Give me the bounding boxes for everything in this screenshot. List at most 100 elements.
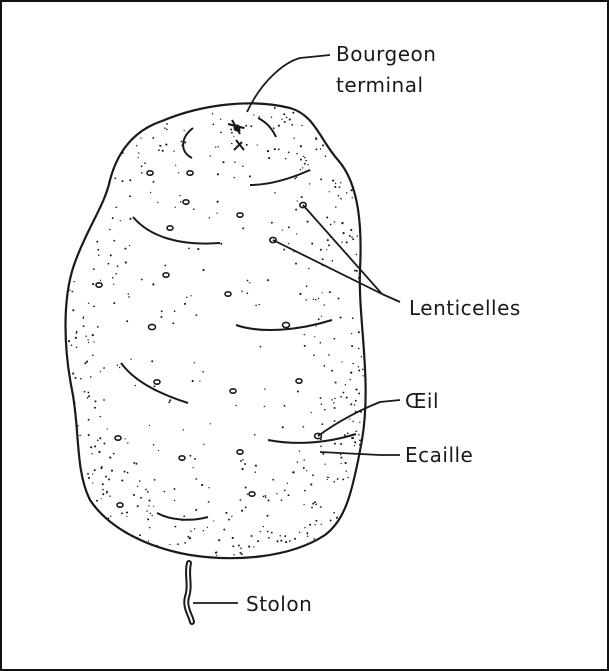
stipple-dot <box>133 494 135 496</box>
stipple-dot <box>334 398 335 399</box>
stipple-dot <box>149 527 150 528</box>
stipple-dot <box>282 560 284 562</box>
stipple-dot <box>216 555 217 556</box>
stipple-dot <box>113 302 115 304</box>
stipple-dot <box>114 135 116 137</box>
stipple-dot <box>75 121 77 123</box>
stipple-dot <box>334 420 336 422</box>
stipple-dot <box>346 241 348 243</box>
stipple-dot <box>73 103 74 104</box>
stipple-dot <box>119 367 120 368</box>
stipple-dot <box>328 354 330 356</box>
stipple-dot <box>91 200 93 202</box>
stipple-dot <box>320 506 322 508</box>
stipple-dot <box>203 269 205 271</box>
stipple-dot <box>207 527 208 528</box>
stipple-dot <box>135 463 137 465</box>
stipple-dot <box>68 272 70 274</box>
leader-lenticelles-3 <box>382 294 400 302</box>
stipple-dot <box>124 471 126 473</box>
stipple-dot <box>60 339 62 341</box>
stipple-dot <box>112 217 114 219</box>
stipple-dot <box>64 221 66 223</box>
stipple-dot <box>222 161 224 163</box>
stipple-dot <box>159 551 160 552</box>
stipple-dot <box>103 367 105 369</box>
stipple-dot <box>338 195 340 197</box>
stipple-dot <box>203 444 204 445</box>
stipple-dot <box>101 498 102 499</box>
stipple-dot <box>86 522 87 523</box>
stipple-dot <box>87 397 89 399</box>
stipple-dot <box>248 546 250 548</box>
stipple-dot <box>74 251 76 253</box>
stipple-dot <box>281 499 283 501</box>
stipple-dot <box>174 488 176 490</box>
stipple-dot <box>271 222 273 224</box>
stipple-dot <box>88 303 89 304</box>
stipple-dot <box>335 183 336 184</box>
stipple-dot <box>352 363 354 365</box>
stipple-dot <box>181 141 183 143</box>
stipple-dot <box>101 146 103 148</box>
stipple-dot <box>267 531 269 533</box>
stipple-dot <box>242 459 243 460</box>
stipple-dot <box>333 512 335 514</box>
stipple-dot <box>121 479 123 481</box>
stipple-dot <box>169 399 171 401</box>
stipple-dot <box>63 245 64 246</box>
stipple-dot <box>73 452 75 454</box>
stipple-dot <box>64 231 65 232</box>
stipple-dot <box>77 125 78 126</box>
stipple-dot <box>330 520 332 522</box>
stipple-dot <box>147 518 149 520</box>
stipple-dot <box>299 293 301 295</box>
stipple-dot <box>351 236 353 238</box>
stipple-dot <box>251 535 253 537</box>
stipple-dot <box>283 113 285 115</box>
label-bourgeon-line1: Bourgeon <box>336 42 436 66</box>
stipple-dot <box>116 129 118 131</box>
stipple-dot <box>324 409 326 411</box>
stipple-dot <box>71 291 73 293</box>
stipple-dot <box>285 541 287 543</box>
stipple-dot <box>333 481 335 483</box>
stipple-dot <box>295 209 297 211</box>
stipple-dot <box>164 96 165 97</box>
stipple-dot <box>255 305 257 307</box>
stipple-dot <box>93 305 95 307</box>
stipple-dot <box>328 244 330 246</box>
stipple-dot <box>342 478 344 480</box>
stipple-dot <box>358 277 360 279</box>
stipple-dot <box>359 559 361 561</box>
stipple-dot <box>250 125 252 127</box>
stipple-dot <box>247 280 249 282</box>
stipple-dot <box>341 361 342 362</box>
stipple-dot <box>287 95 288 96</box>
stipple-dot <box>102 110 104 112</box>
stipple-dot <box>319 342 321 344</box>
stipple-dot <box>299 104 301 106</box>
stipple-dot <box>103 526 104 527</box>
stipple-dot <box>343 232 345 234</box>
stipple-dot <box>83 529 84 530</box>
stipple-dot <box>318 318 320 320</box>
stipple-dot <box>327 239 329 241</box>
stipple-dot <box>85 188 87 190</box>
stipple-dot <box>314 547 316 549</box>
stipple-dot <box>255 471 256 473</box>
stipple-dot <box>103 518 104 519</box>
stipple-dot <box>166 98 168 100</box>
stipple-dot <box>110 516 111 517</box>
stipple-dot <box>336 99 338 101</box>
stipple-dot <box>61 214 63 216</box>
stipple-dot <box>257 540 259 542</box>
label-oeil: Œil <box>405 389 439 413</box>
stipple-dot <box>353 150 354 151</box>
stipple-dot <box>141 556 142 557</box>
stipple-dot <box>338 298 340 300</box>
stipple-dot <box>209 217 211 219</box>
stipple-dot <box>60 142 62 144</box>
stipple-dot <box>307 535 308 536</box>
stipple-dot <box>192 467 193 468</box>
